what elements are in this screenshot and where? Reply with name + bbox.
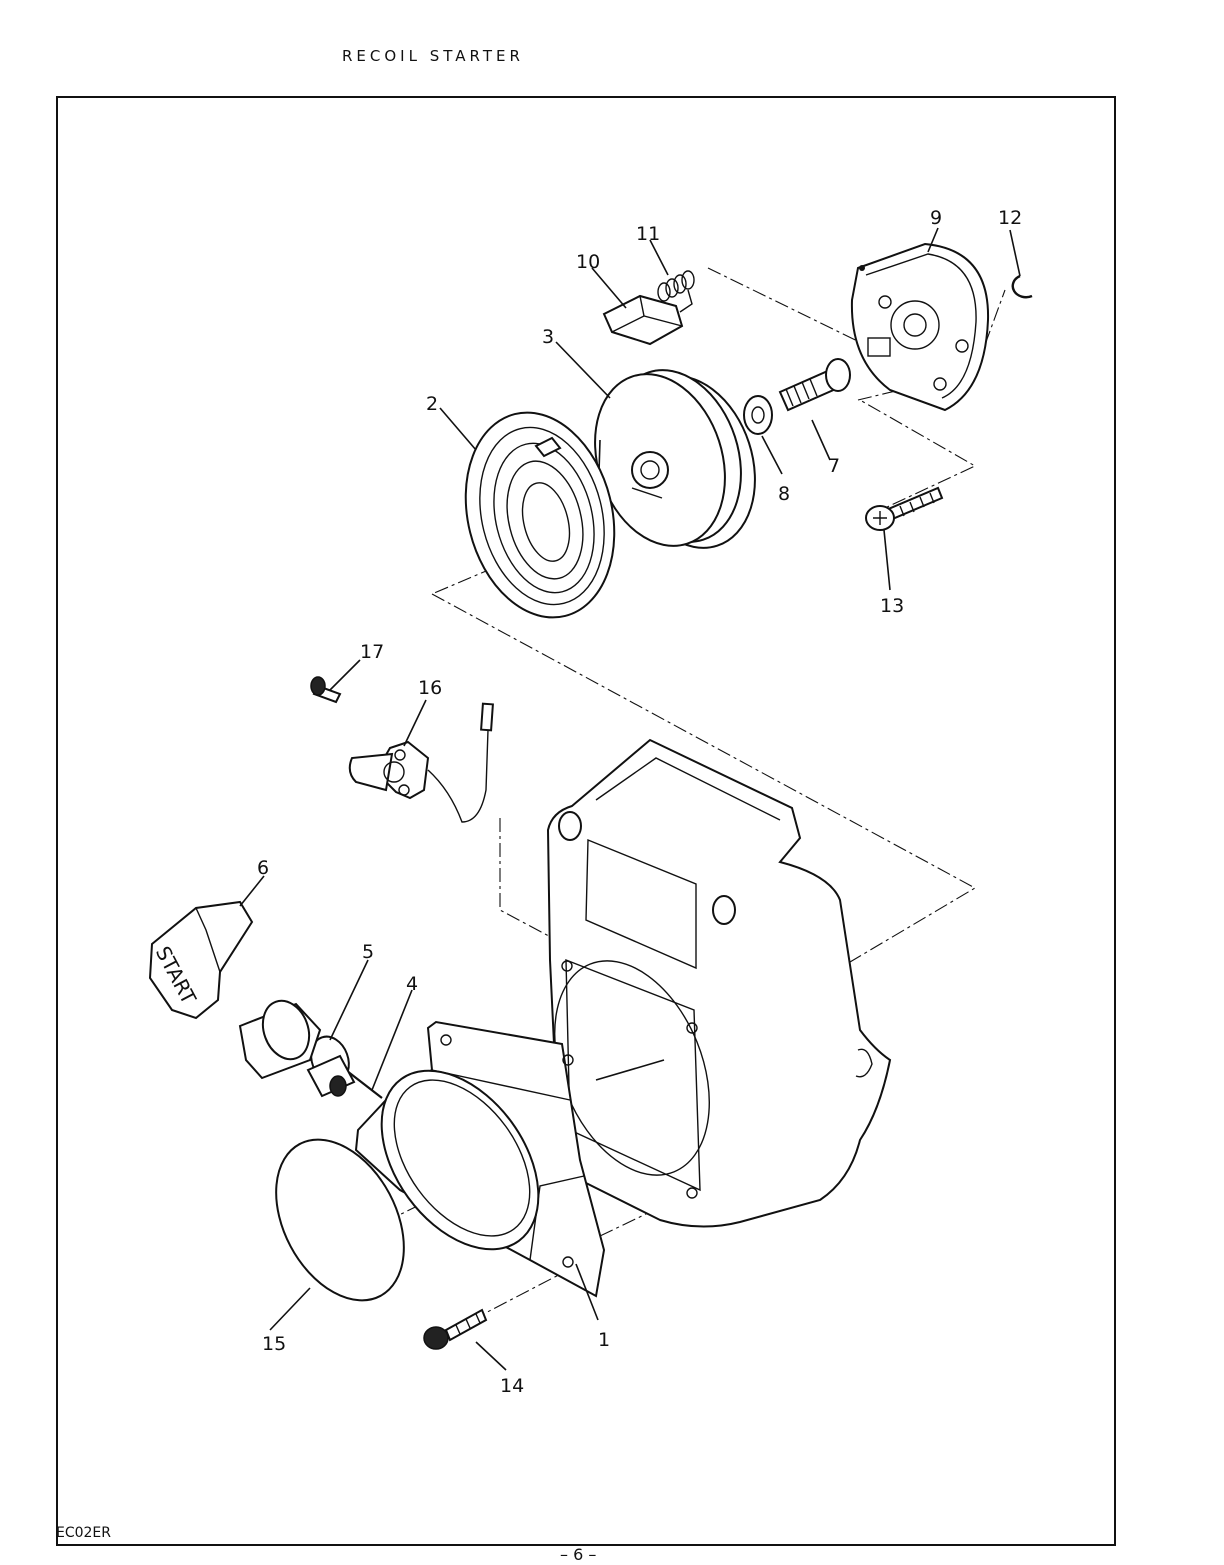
diagram-frame xyxy=(56,96,1116,1546)
part-16-stop-switch xyxy=(348,702,494,823)
callout-7: 7 xyxy=(828,455,840,477)
starter-housing xyxy=(546,738,892,1228)
part-5-rope-guide xyxy=(306,1035,356,1098)
callout-14: 14 xyxy=(500,1375,524,1397)
part-3-rope-reel xyxy=(594,369,756,549)
part-14-flange-bolt xyxy=(423,1308,488,1350)
callout-6: 6 xyxy=(257,857,269,879)
callout-3: 3 xyxy=(542,326,554,348)
part-13-cover-screw xyxy=(865,486,944,531)
document-code: EC02ER xyxy=(56,1525,112,1541)
callout-9: 9 xyxy=(930,207,942,229)
callout-11: 11 xyxy=(636,223,660,245)
part-1-starter-case xyxy=(354,1020,606,1298)
callout-13: 13 xyxy=(880,595,904,617)
part-10-ratchet-pawl xyxy=(602,294,684,346)
callout-12: 12 xyxy=(998,207,1022,229)
part-6-starter-handle: START xyxy=(148,900,322,1080)
callout-10: 10 xyxy=(576,251,600,273)
callout-numbers: 1 2 3 4 5 6 7 8 9 10 11 12 13 14 15 16 1… xyxy=(257,207,1022,1397)
page-title: RECOIL STARTER xyxy=(342,47,524,65)
part-11-pawl-spring xyxy=(657,270,695,313)
page-number: – 6 – xyxy=(560,1545,597,1564)
part-8-washer xyxy=(743,395,773,435)
part-9-cover-plate xyxy=(850,242,990,412)
callout-15: 15 xyxy=(262,1333,286,1355)
part-15-cover-disc xyxy=(275,1138,405,1302)
callout-5: 5 xyxy=(362,941,374,963)
callout-16: 16 xyxy=(418,677,442,699)
part-12-e-ring xyxy=(1011,274,1033,299)
callout-4: 4 xyxy=(406,973,418,995)
part-2-recoil-spring xyxy=(464,411,616,619)
callout-2: 2 xyxy=(426,393,438,415)
leader-lines xyxy=(239,227,1021,1371)
part-17-switch-screw xyxy=(310,676,342,704)
callout-1: 1 xyxy=(598,1329,610,1351)
callout-17: 17 xyxy=(360,641,384,663)
callout-8: 8 xyxy=(778,483,790,505)
part-7-reel-bolt xyxy=(778,358,851,412)
